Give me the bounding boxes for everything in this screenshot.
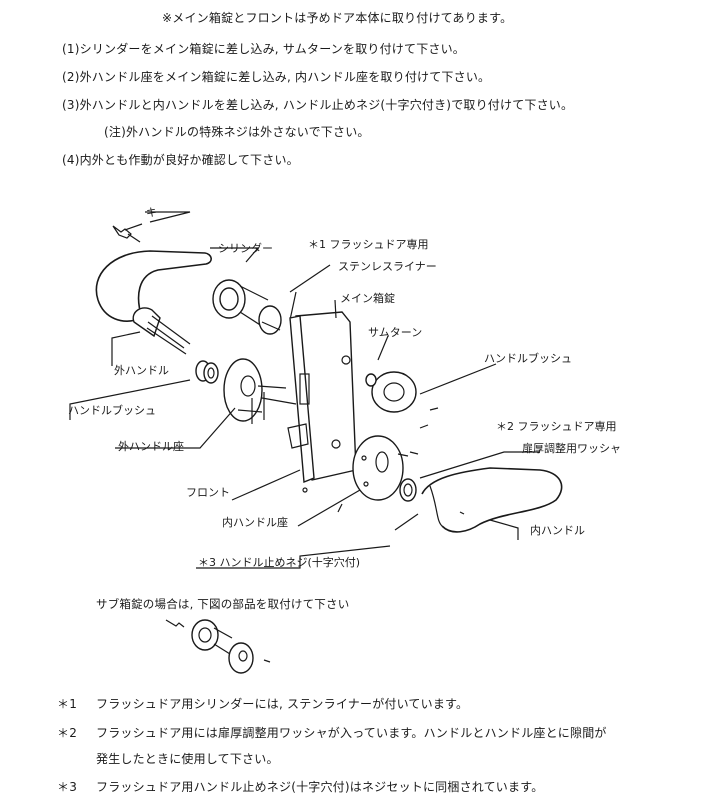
label-flush-note-1b: ステンレスライナー: [338, 260, 437, 273]
footnote-1-mark: ＊1: [57, 697, 78, 711]
label-flush-note-2a: ＊2 フラッシュドア専用: [496, 420, 617, 433]
footnote-2-text: フラッシュドア用には扉厚調整用ワッシャが入っています。ハンドルとハンドル座とに隙…: [96, 726, 607, 740]
label-inner-handle: 内ハンドル: [530, 524, 585, 537]
handle-screws-drawing: [337, 451, 419, 531]
label-screw-note-3: ＊3 ハンドル止めネジ(十字穴付): [198, 556, 361, 569]
label-inner-handle-seat: 内ハンドル座: [222, 516, 288, 529]
label-handle-bush-right: ハンドルブッシュ: [484, 352, 572, 365]
key-drawing: [112, 223, 143, 243]
step-1: (1)シリンダーをメイン箱錠に差し込み, サムターンを取り付けて下さい。: [62, 42, 465, 56]
label-outer-handle-seat: 外ハンドル座: [118, 440, 184, 453]
inner-handle-seat-drawing: [352, 435, 409, 501]
handle-bush-left-drawing: [195, 360, 219, 384]
label-flush-note-2b: 扉厚調整用ワッシャ: [522, 442, 621, 455]
outer-handle-seat-drawing: [223, 358, 297, 424]
label-main-lock: メイン箱錠: [340, 292, 395, 305]
thumb-turn-drawing: [365, 371, 439, 429]
footnote-2-continuation: 発生したときに使用して下さい。: [96, 752, 279, 766]
sub-lock-note: サブ箱錠の場合は, 下図の部品を取付けて下さい: [96, 597, 350, 611]
footnote-2-mark: ＊2: [57, 726, 78, 740]
leader-lines: [69, 211, 540, 569]
inner-handle-drawing: [421, 467, 563, 533]
sub-lock-parts-drawing: [165, 619, 271, 674]
cylinder-drawing: [212, 279, 282, 335]
step-3: (3)外ハンドルと内ハンドルを差し込み, ハンドル止めネジ(十字穴付き)で取り付…: [62, 98, 574, 112]
label-cylinder: シリンダー: [218, 242, 273, 255]
washer-drawing: [399, 478, 417, 502]
label-thumb-turn: サムターン: [368, 326, 423, 339]
footnote-3-mark: ＊3: [57, 780, 78, 794]
main-lock-drawing: [287, 311, 357, 493]
label-key: キー: [146, 206, 168, 219]
label-outer-handle: 外ハンドル: [114, 364, 169, 377]
label-flush-note-1a: ＊1 フラッシュドア専用: [308, 238, 429, 251]
step-4: (4)内外とも作動が良好か確認して下さい。: [62, 153, 299, 167]
step-2: (2)外ハンドル座をメイン箱錠に差し込み, 内ハンドル座を取り付けて下さい。: [62, 70, 491, 84]
footnote-1-text: フラッシュドア用シリンダーには, ステンライナーが付いています。: [96, 697, 469, 711]
header-note: ※メイン箱錠とフロントは予めドア本体に取り付けてあります。: [162, 11, 513, 25]
step-caution: (注)外ハンドルの特殊ネジは外さないで下さい。: [104, 125, 370, 139]
footnote-3-text: フラッシュドア用ハンドル止めネジ(十字穴付)はネジセットに同梱されています。: [96, 780, 544, 794]
outer-handle-drawing: [95, 250, 212, 355]
label-front: フロント: [186, 486, 230, 499]
label-handle-bush-left: ハンドルブッシュ: [68, 404, 156, 417]
